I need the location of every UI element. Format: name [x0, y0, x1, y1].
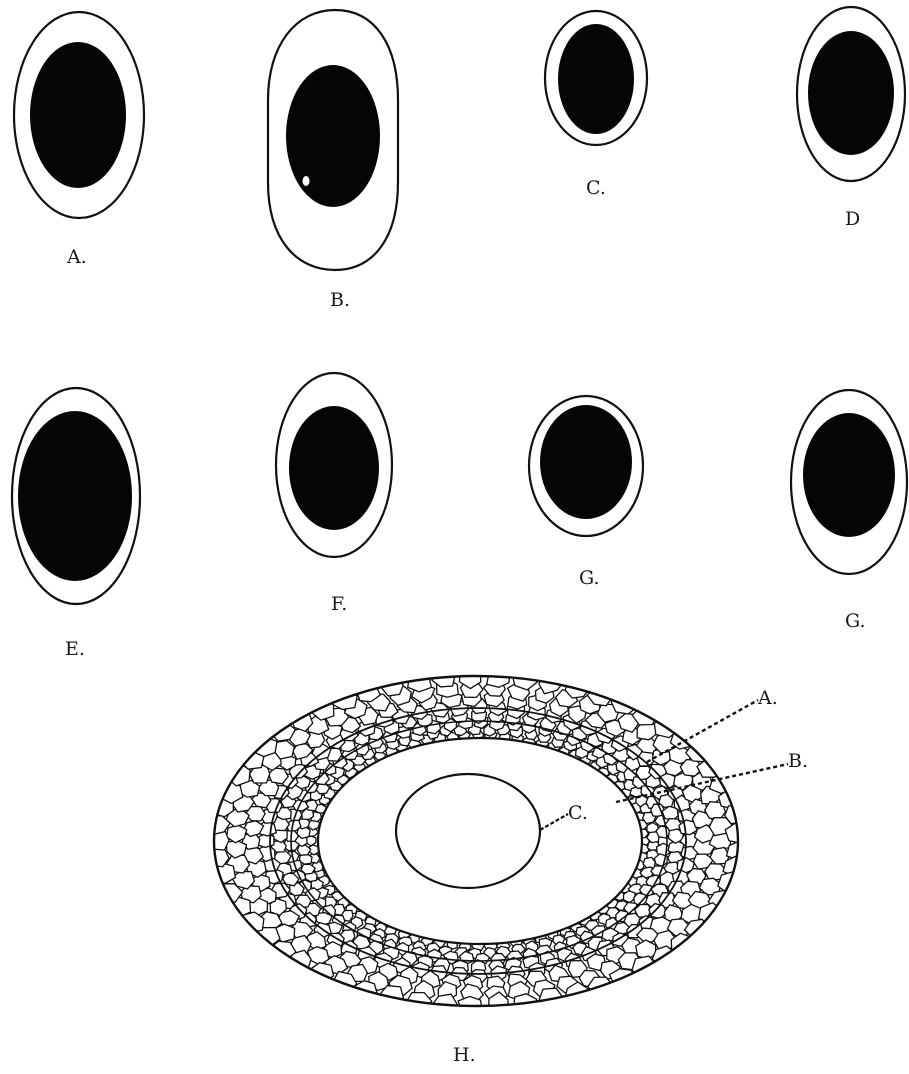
pointer-a: A.: [647, 687, 778, 762]
cell-nucleus: [30, 42, 126, 188]
figure-g1-label: G.: [579, 567, 600, 589]
figure-e: E.: [12, 388, 140, 660]
pointer-a-label: A.: [757, 687, 778, 709]
figure-h-label: H.: [453, 1044, 476, 1066]
figure-e-label: E.: [65, 638, 85, 660]
tissue-cell: [226, 897, 251, 917]
tissue-cell: [311, 963, 333, 983]
cell-nucleus: [18, 411, 132, 581]
nucleus-highlight: [303, 176, 310, 186]
figure-a: A.: [14, 12, 144, 268]
pointer-c-label: C.: [568, 802, 588, 824]
figure-g2: G.: [791, 390, 907, 632]
cell-nucleus: [558, 24, 634, 134]
cell-nucleus: [540, 405, 632, 519]
figure-g1: G.: [529, 396, 643, 589]
figure-c: C.: [545, 11, 647, 199]
figure-d-label: D: [845, 208, 860, 230]
figure-f-label: F.: [331, 593, 347, 615]
figure-c-label: C.: [586, 177, 606, 199]
cell-nucleus: [803, 413, 895, 537]
figure-b: B.: [268, 10, 398, 311]
cell-nucleus: [286, 65, 380, 207]
tissue-cell: [253, 737, 277, 756]
figure-g2-label: G.: [845, 610, 866, 632]
cell-nucleus: [808, 31, 894, 155]
central-nucleus: [396, 774, 540, 888]
pointer-b-label: B.: [788, 750, 808, 772]
figure-f: F.: [276, 373, 392, 615]
figure-a-label: A.: [66, 246, 87, 268]
cell-nucleus: [289, 406, 379, 530]
figure-d: D: [797, 7, 905, 230]
figure-h-section: A. B. C. H.: [205, 667, 808, 1066]
figure-b-label: B.: [330, 289, 350, 311]
